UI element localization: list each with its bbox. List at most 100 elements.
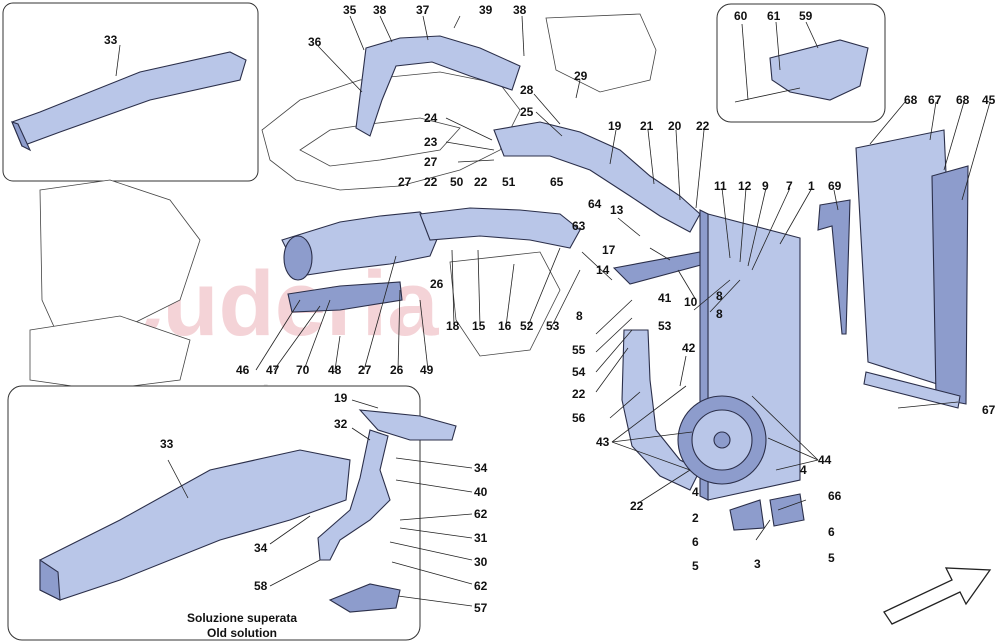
label-19: 19 bbox=[334, 391, 348, 405]
label-13: 13 bbox=[610, 203, 624, 217]
label-68: 68 bbox=[904, 93, 918, 107]
label-34: 34 bbox=[254, 541, 268, 555]
label-66: 66 bbox=[828, 489, 842, 503]
label-22: 22 bbox=[572, 387, 586, 401]
label-22: 22 bbox=[474, 175, 488, 189]
label-26: 26 bbox=[390, 363, 404, 377]
label-24: 24 bbox=[424, 111, 438, 125]
label-55: 55 bbox=[572, 343, 586, 357]
label-33-top: 33 bbox=[104, 33, 118, 47]
label-67: 67 bbox=[982, 403, 996, 417]
label-16: 16 bbox=[498, 319, 512, 333]
label-45: 45 bbox=[982, 93, 996, 107]
label-54: 54 bbox=[572, 365, 586, 379]
label-9: 9 bbox=[762, 179, 769, 193]
inset-top-right bbox=[716, 3, 886, 123]
label-38: 38 bbox=[373, 3, 387, 17]
label-17: 17 bbox=[602, 243, 616, 257]
label-53: 53 bbox=[546, 319, 560, 333]
label-51: 51 bbox=[502, 175, 516, 189]
label-23: 23 bbox=[424, 135, 438, 149]
label-64: 64 bbox=[588, 197, 602, 211]
label-59: 59 bbox=[799, 9, 813, 23]
label-31: 31 bbox=[474, 531, 488, 545]
caption-english: Old solution bbox=[207, 626, 277, 640]
inset-old-solution bbox=[7, 385, 457, 641]
label-14: 14 bbox=[596, 263, 610, 277]
label-43: 43 bbox=[596, 435, 610, 449]
leader-lines bbox=[167, 15, 991, 607]
label-6: 6 bbox=[692, 535, 699, 549]
intake-ducting bbox=[281, 35, 714, 491]
engine-block bbox=[29, 13, 657, 391]
label-5: 5 bbox=[828, 551, 835, 565]
label-62: 62 bbox=[474, 507, 488, 521]
label-47: 47 bbox=[266, 363, 280, 377]
part-labels: 33 35 38 37 39 38 36 28 29 25 60 61 59 2… bbox=[104, 3, 996, 615]
label-5: 5 bbox=[692, 559, 699, 573]
label-33-old: 33 bbox=[160, 437, 174, 451]
label-4: 4 bbox=[800, 463, 807, 477]
label-67: 67 bbox=[928, 93, 942, 107]
label-38: 38 bbox=[513, 3, 527, 17]
label-26: 26 bbox=[430, 277, 444, 291]
label-44: 44 bbox=[818, 453, 832, 467]
label-40: 40 bbox=[474, 485, 488, 499]
label-34: 34 bbox=[474, 461, 488, 475]
label-48: 48 bbox=[328, 363, 342, 377]
label-1: 1 bbox=[808, 179, 815, 193]
label-21: 21 bbox=[640, 119, 654, 133]
inset-top-left bbox=[2, 2, 259, 182]
label-8: 8 bbox=[576, 309, 583, 323]
label-7: 7 bbox=[786, 179, 793, 193]
label-36: 36 bbox=[308, 35, 322, 49]
label-65: 65 bbox=[550, 175, 564, 189]
label-53: 53 bbox=[658, 319, 672, 333]
label-15: 15 bbox=[472, 319, 486, 333]
label-28: 28 bbox=[520, 83, 534, 97]
intercooler bbox=[677, 209, 805, 531]
label-57: 57 bbox=[474, 601, 488, 615]
label-20: 20 bbox=[668, 119, 682, 133]
label-30: 30 bbox=[474, 555, 488, 569]
label-22: 22 bbox=[424, 175, 438, 189]
label-8: 8 bbox=[716, 307, 723, 321]
label-42: 42 bbox=[682, 341, 696, 355]
label-22: 22 bbox=[696, 119, 710, 133]
label-61: 61 bbox=[767, 9, 781, 23]
label-8: 8 bbox=[716, 289, 723, 303]
label-4: 4 bbox=[692, 485, 699, 499]
label-46: 46 bbox=[236, 363, 250, 377]
label-49: 49 bbox=[420, 363, 434, 377]
label-60: 60 bbox=[734, 9, 748, 23]
side-panels bbox=[817, 129, 969, 409]
label-18: 18 bbox=[446, 319, 460, 333]
label-6: 6 bbox=[828, 525, 835, 539]
old-solution-caption: Soluzione superata Old solution bbox=[187, 611, 297, 640]
label-3: 3 bbox=[754, 557, 761, 571]
label-35: 35 bbox=[343, 3, 357, 17]
label-19: 19 bbox=[608, 119, 622, 133]
label-70: 70 bbox=[296, 363, 310, 377]
label-56: 56 bbox=[572, 411, 586, 425]
label-11: 11 bbox=[714, 179, 727, 193]
label-63: 63 bbox=[572, 219, 586, 233]
caption-italian: Soluzione superata bbox=[187, 611, 297, 625]
label-32: 32 bbox=[334, 417, 348, 431]
label-25: 25 bbox=[520, 105, 534, 119]
label-10: 10 bbox=[684, 295, 698, 309]
label-68: 68 bbox=[956, 93, 970, 107]
label-29: 29 bbox=[574, 69, 588, 83]
label-22: 22 bbox=[630, 499, 644, 513]
label-12: 12 bbox=[738, 179, 752, 193]
label-37: 37 bbox=[416, 3, 430, 17]
label-27: 27 bbox=[358, 363, 372, 377]
direction-arrow bbox=[883, 567, 992, 625]
label-41: 41 bbox=[658, 291, 672, 305]
label-39: 39 bbox=[479, 3, 493, 17]
label-27: 27 bbox=[424, 155, 438, 169]
label-52: 52 bbox=[520, 319, 534, 333]
label-62: 62 bbox=[474, 579, 488, 593]
label-50: 50 bbox=[450, 175, 464, 189]
label-2: 2 bbox=[692, 511, 699, 525]
